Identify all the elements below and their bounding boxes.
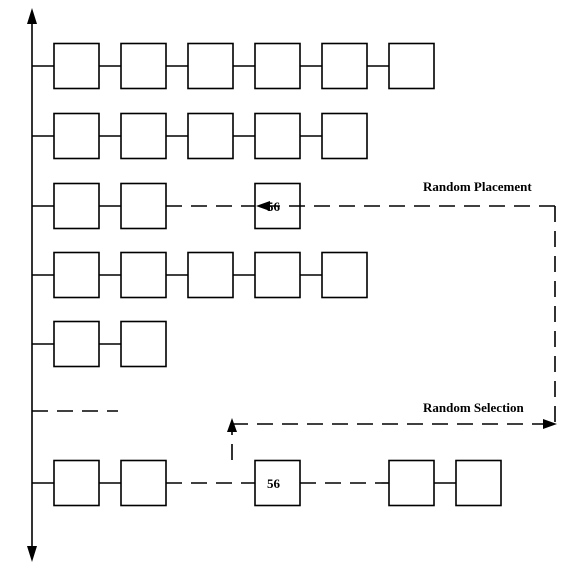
axis-up-arrow-icon	[27, 8, 37, 24]
bucket-box	[53, 459, 100, 507]
bucket-box	[254, 112, 301, 160]
bucket-box	[120, 251, 167, 299]
selection-arrow-icon	[543, 419, 557, 429]
bucket-box	[120, 459, 167, 507]
bucket-box	[53, 182, 100, 230]
bucket-box	[321, 42, 368, 90]
bucket-box	[321, 112, 368, 160]
bucket-row	[32, 112, 368, 160]
bucket-box	[187, 42, 234, 90]
key-value: 56	[267, 476, 281, 491]
bucket-box	[187, 251, 234, 299]
bucket-box	[120, 42, 167, 90]
bucket-box	[120, 182, 167, 230]
random-selection-label: Random Selection	[423, 400, 525, 415]
selection-up-arrow-icon	[227, 418, 237, 432]
bucket-box	[388, 459, 435, 507]
bucket-box	[455, 459, 502, 507]
random-selection-path	[227, 418, 557, 460]
bucket-row	[32, 251, 368, 299]
bucket-box	[321, 251, 368, 299]
bucket-box	[187, 112, 234, 160]
axis-down-arrow-icon	[27, 546, 37, 562]
bucket-row	[32, 42, 435, 90]
bucket-box	[120, 320, 167, 368]
random-placement-path	[256, 201, 556, 424]
bucket-box	[53, 42, 100, 90]
bucket-box	[120, 112, 167, 160]
random-placement-label: Random Placement	[423, 179, 532, 194]
bucket-box	[254, 42, 301, 90]
bucket-box	[254, 251, 301, 299]
bucket-box	[388, 42, 435, 90]
bucket-box	[53, 251, 100, 299]
bucket-box	[53, 320, 100, 368]
bucket-box	[53, 112, 100, 160]
placement-arrow-icon	[256, 201, 270, 211]
bucket-row: 56	[32, 459, 502, 507]
bucket-row	[32, 320, 167, 368]
